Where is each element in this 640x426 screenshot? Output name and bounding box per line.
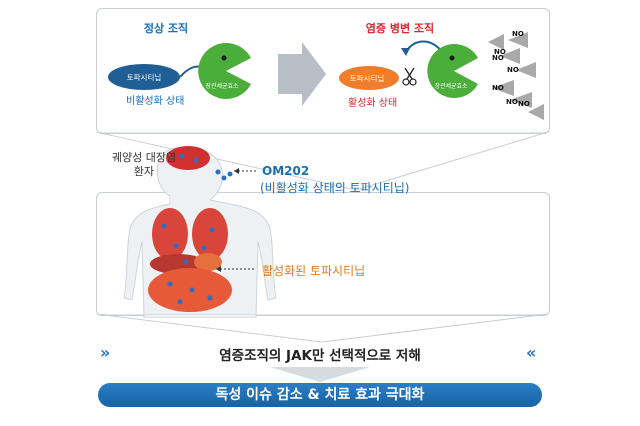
no-label-1: NO [494, 48, 506, 56]
transition-arrow [278, 42, 326, 106]
active-state-label: 활성화 상태 [348, 96, 397, 109]
om202-title: OM202 [262, 164, 310, 178]
patient-label: 궤양성 대장염 환자 [111, 151, 177, 178]
inactive-tofacitinib-label: 토파시티닙 [127, 73, 162, 82]
no-label-3: NO [492, 54, 504, 62]
no-label-4: NO [507, 66, 519, 74]
jak-inhibition-text: 염증조직의 JAK만 선택적으로 저해 [219, 348, 421, 364]
left-lung [152, 208, 188, 260]
brain [166, 146, 210, 170]
om202-pointer [234, 168, 258, 174]
no-label-5: NO [492, 84, 504, 92]
human-body-illustration [123, 146, 277, 318]
right-chevron-icon: « [526, 343, 537, 362]
inactive-tofacitinib-capsule [108, 64, 180, 90]
activated-pointer [216, 266, 256, 272]
pacman-eye-normal [221, 55, 227, 61]
esterase-pacman-normal [198, 42, 251, 99]
pacman-eye-inflamed [449, 55, 455, 61]
capsules-ingested [215, 169, 233, 181]
capsules-in-body [161, 153, 215, 305]
stomach [194, 253, 222, 271]
banner-down-arrow [270, 367, 370, 382]
down-chevron-arrow-1 [96, 132, 548, 191]
cleavage-arrow [405, 40, 443, 53]
no-label-7: NO [518, 100, 530, 108]
right-lung [192, 208, 228, 260]
normal-tissue-title: 정상 조직 [144, 21, 188, 35]
no-label-2: NO [512, 30, 524, 38]
top-diagram: 정상 조직 토파시티닙 장관세균효소 비활성화 상태 염증 병변 조직 토파시티… [108, 21, 544, 120]
esterase-pacman-inflamed [427, 43, 478, 98]
result-banner: 독성 이슈 감소 & 치료 효과 극대화 [98, 383, 542, 407]
left-chevron-icon: » [100, 343, 111, 362]
no-label-6: NO [506, 98, 518, 106]
active-tofacitinib-capsule [339, 66, 399, 90]
active-tofacitinib-label: 토파시티닙 [350, 74, 385, 83]
om202-subtitle: (비활성화 상태의 토파시티닙) [260, 181, 410, 195]
down-chevron-arrow-2 [96, 314, 548, 343]
esterase-label-normal: 장관세균효소 [205, 82, 239, 90]
inactive-state-label: 비활성화 상태 [126, 94, 184, 107]
inflamed-tissue-title: 염증 병변 조직 [366, 21, 434, 35]
activated-tofacitinib-label: 활성화된 토파시티닙 [262, 264, 366, 278]
no-triangles: NO NO NO NO NO NO NO [488, 30, 544, 120]
esterase-label-inflamed: 장관세균효소 [434, 82, 468, 90]
cleavage-arrowhead [401, 48, 410, 56]
scissors-icon [402, 67, 417, 86]
